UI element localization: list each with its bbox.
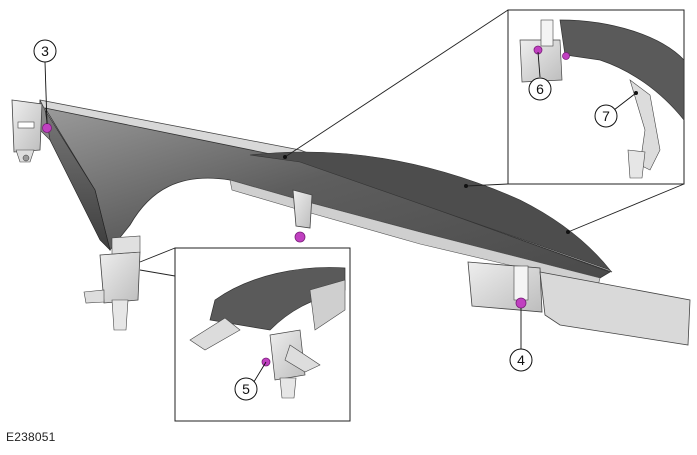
inset-5-parts <box>189 267 346 399</box>
callout-3-label: 3 <box>41 43 49 59</box>
callout-6-label: 6 <box>536 81 544 97</box>
fender-panel <box>39 99 613 287</box>
inset-6-7-parts <box>519 19 685 179</box>
fastener-4 <box>515 297 527 309</box>
callout-6: 6 <box>528 51 552 101</box>
fastener-3 <box>42 123 52 133</box>
figure-id-label: E238051 <box>6 430 56 444</box>
callout-7: 7 <box>594 91 638 128</box>
callout-7-label: 7 <box>602 108 610 124</box>
lower-front-bracket <box>83 235 141 331</box>
front-bracket <box>11 99 52 163</box>
rear-bracket <box>467 261 691 346</box>
callout-5: 5 <box>234 361 267 401</box>
callout-4: 4 <box>509 308 533 372</box>
callout-3: 3 <box>33 39 57 125</box>
callout-5-label: 5 <box>242 381 250 397</box>
center-bracket <box>292 189 313 243</box>
callout-4-label: 4 <box>517 352 525 368</box>
